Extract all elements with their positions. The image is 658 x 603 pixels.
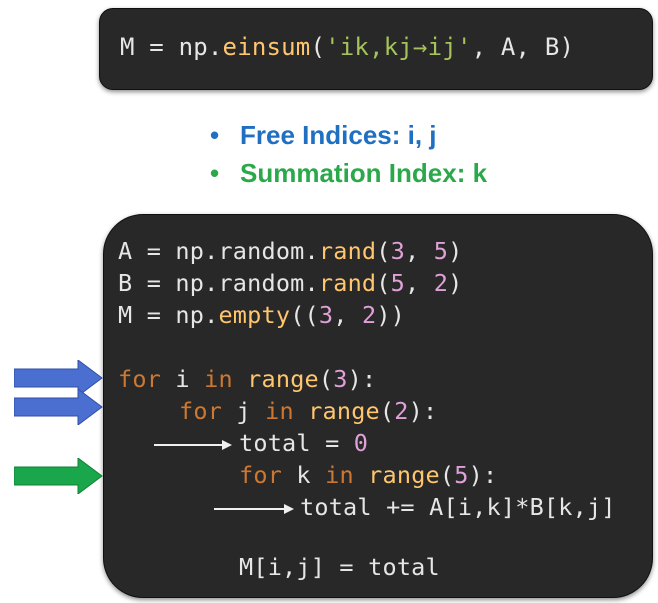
- code-text: , A, B): [471, 33, 575, 61]
- assign-line: M[i,j] = total: [239, 553, 440, 581]
- in-keyword: in: [204, 365, 233, 393]
- code-text: ): [448, 237, 463, 265]
- number: 5: [390, 269, 405, 297]
- code-text: ((: [290, 301, 319, 329]
- accumulate-line: total += A[i,k]*B[k,j]: [300, 493, 616, 521]
- code-text: total =: [239, 429, 354, 457]
- empty-function: empty: [218, 301, 291, 329]
- number: 5: [433, 237, 449, 265]
- code-text: M = np.: [118, 301, 219, 329]
- number: 2: [361, 301, 377, 329]
- number: 0: [353, 429, 369, 457]
- free-indices-text: Free Indices: i, j: [240, 120, 437, 150]
- loop-j-line: for j in range(2):: [179, 397, 437, 425]
- accumulate-pointer-arrow: [214, 504, 294, 514]
- bullet-dot: •: [210, 120, 220, 150]
- code-text: (: [376, 237, 391, 265]
- code-line-m: M = np.empty((3, 2)): [118, 301, 405, 329]
- loop-k-line: for k in range(5):: [239, 461, 497, 489]
- code-text: B = np.random.: [118, 269, 319, 297]
- for-keyword: for: [239, 461, 283, 489]
- loop-k-arrow: [14, 458, 103, 494]
- code-text: ): [448, 269, 463, 297]
- for-keyword: for: [118, 365, 162, 393]
- code-text: ,: [405, 237, 434, 265]
- code-text: ):: [408, 397, 438, 425]
- init-pointer-arrow: [154, 440, 232, 450]
- bullet-dot: •: [210, 158, 220, 188]
- code-text: A = np.random.: [118, 237, 319, 265]
- code-text: ):: [347, 365, 377, 393]
- in-keyword: in: [265, 397, 294, 425]
- einsum-line: M = np.einsum('ik,kj→ij', A, B): [120, 33, 574, 61]
- code-line-b: B = np.random.rand(5, 2): [118, 269, 462, 297]
- loop-i-arrow: [14, 360, 103, 396]
- loop-variable: i: [161, 365, 205, 393]
- rand-function: rand: [318, 269, 377, 297]
- number: 3: [390, 237, 405, 265]
- loop-i-line: for i in range(3):: [118, 365, 376, 393]
- loop-variable: k: [282, 461, 326, 489]
- code-text: )): [376, 301, 406, 329]
- range-function: range: [247, 365, 319, 393]
- summation-index-text: Summation Index: k: [240, 158, 488, 188]
- subscripts-string: 'ik,kj→ij': [325, 33, 472, 61]
- range-function: range: [368, 461, 440, 489]
- code-text: [294, 397, 308, 425]
- loop-code-box: A = np.random.rand(3, 5) B = np.random.r…: [103, 214, 653, 598]
- loop-j-arrow: [14, 389, 103, 425]
- einsum-function: einsum: [222, 33, 311, 61]
- code-text: ,: [405, 269, 434, 297]
- number: 3: [333, 365, 348, 393]
- code-line-a: A = np.random.rand(3, 5): [118, 237, 462, 265]
- code-text: (: [376, 269, 391, 297]
- free-indices-bullet: • Free Indices: i, j: [210, 120, 437, 151]
- number: 2: [394, 397, 409, 425]
- in-keyword: in: [325, 461, 354, 489]
- code-text: (: [439, 461, 455, 489]
- number: 5: [454, 461, 469, 489]
- code-text: (: [310, 33, 326, 61]
- code-text: ):: [468, 461, 498, 489]
- summation-index-bullet: • Summation Index: k: [210, 158, 487, 189]
- number: 3: [318, 301, 334, 329]
- code-text: M = np.: [120, 33, 223, 61]
- init-total-line: total = 0: [239, 429, 368, 457]
- code-text: [233, 365, 247, 393]
- range-function: range: [308, 397, 380, 425]
- code-text: (: [379, 397, 395, 425]
- code-text: (: [318, 365, 334, 393]
- code-text: [354, 461, 368, 489]
- rand-function: rand: [318, 237, 377, 265]
- einsum-code-box: M = np.einsum('ik,kj→ij', A, B): [99, 8, 653, 90]
- loop-variable: j: [222, 397, 266, 425]
- number: 2: [433, 269, 449, 297]
- for-keyword: for: [179, 397, 223, 425]
- code-text: ,: [333, 301, 362, 329]
